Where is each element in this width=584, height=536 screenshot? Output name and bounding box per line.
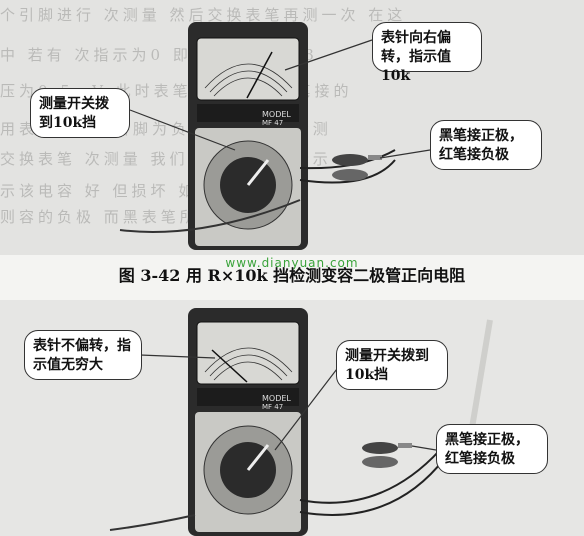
callout-needle-no-deflection: 表针不偏转，指示值无穷大 [24, 330, 142, 380]
callout-switch-10k: 测量开关拨到10k挡 [336, 340, 448, 390]
callout-probe-polarity: 黑笔接正极，红笔接负极 [430, 120, 542, 170]
meter-model: MF 47 [262, 119, 283, 127]
meter-brand: MODEL [262, 394, 291, 403]
dial-window [196, 37, 300, 101]
meter-brand: MODEL [262, 110, 291, 119]
meter-model: MF 47 [262, 403, 283, 411]
callout-switch-10k: 测量开关拨到10k挡 [30, 88, 130, 138]
dial-window [196, 321, 300, 385]
figure-caption: 图 3-42 用 R×10k 挡检测变容二极管正向电阻 [118, 266, 466, 285]
background-text: 个引脚进行 次测量 然后交换表笔再测一次 在这 [0, 6, 407, 24]
watermark: www.dianyuan.com [225, 256, 359, 270]
varactor-diode [398, 443, 412, 448]
callout-needle-deflects: 表针向右偏转，指示值10k [372, 22, 482, 84]
callout-probe-polarity: 黑笔接正极，红笔接负极 [436, 424, 548, 474]
top-photo: 个引脚进行 次测量 然后交换表笔再测一次 在这 中 若有 次指示为0 即可判断 … [0, 0, 584, 255]
meter-needle [246, 51, 273, 99]
red-probe-clip [362, 456, 398, 468]
varactor-diode [368, 155, 382, 160]
meter-needle [211, 349, 248, 383]
red-probe-clip [332, 169, 368, 181]
bottom-photo: MODEL MF 47 表针不偏转，指示值无穷大 测量开关拨到10k挡 黑笔接正… [0, 300, 584, 536]
black-probe-clip [332, 154, 368, 166]
black-probe-clip [362, 442, 398, 454]
bottom-meter-illustration: MODEL MF 47 [109, 308, 493, 536]
top-meter-illustration: MODEL MF 47 [119, 22, 431, 250]
